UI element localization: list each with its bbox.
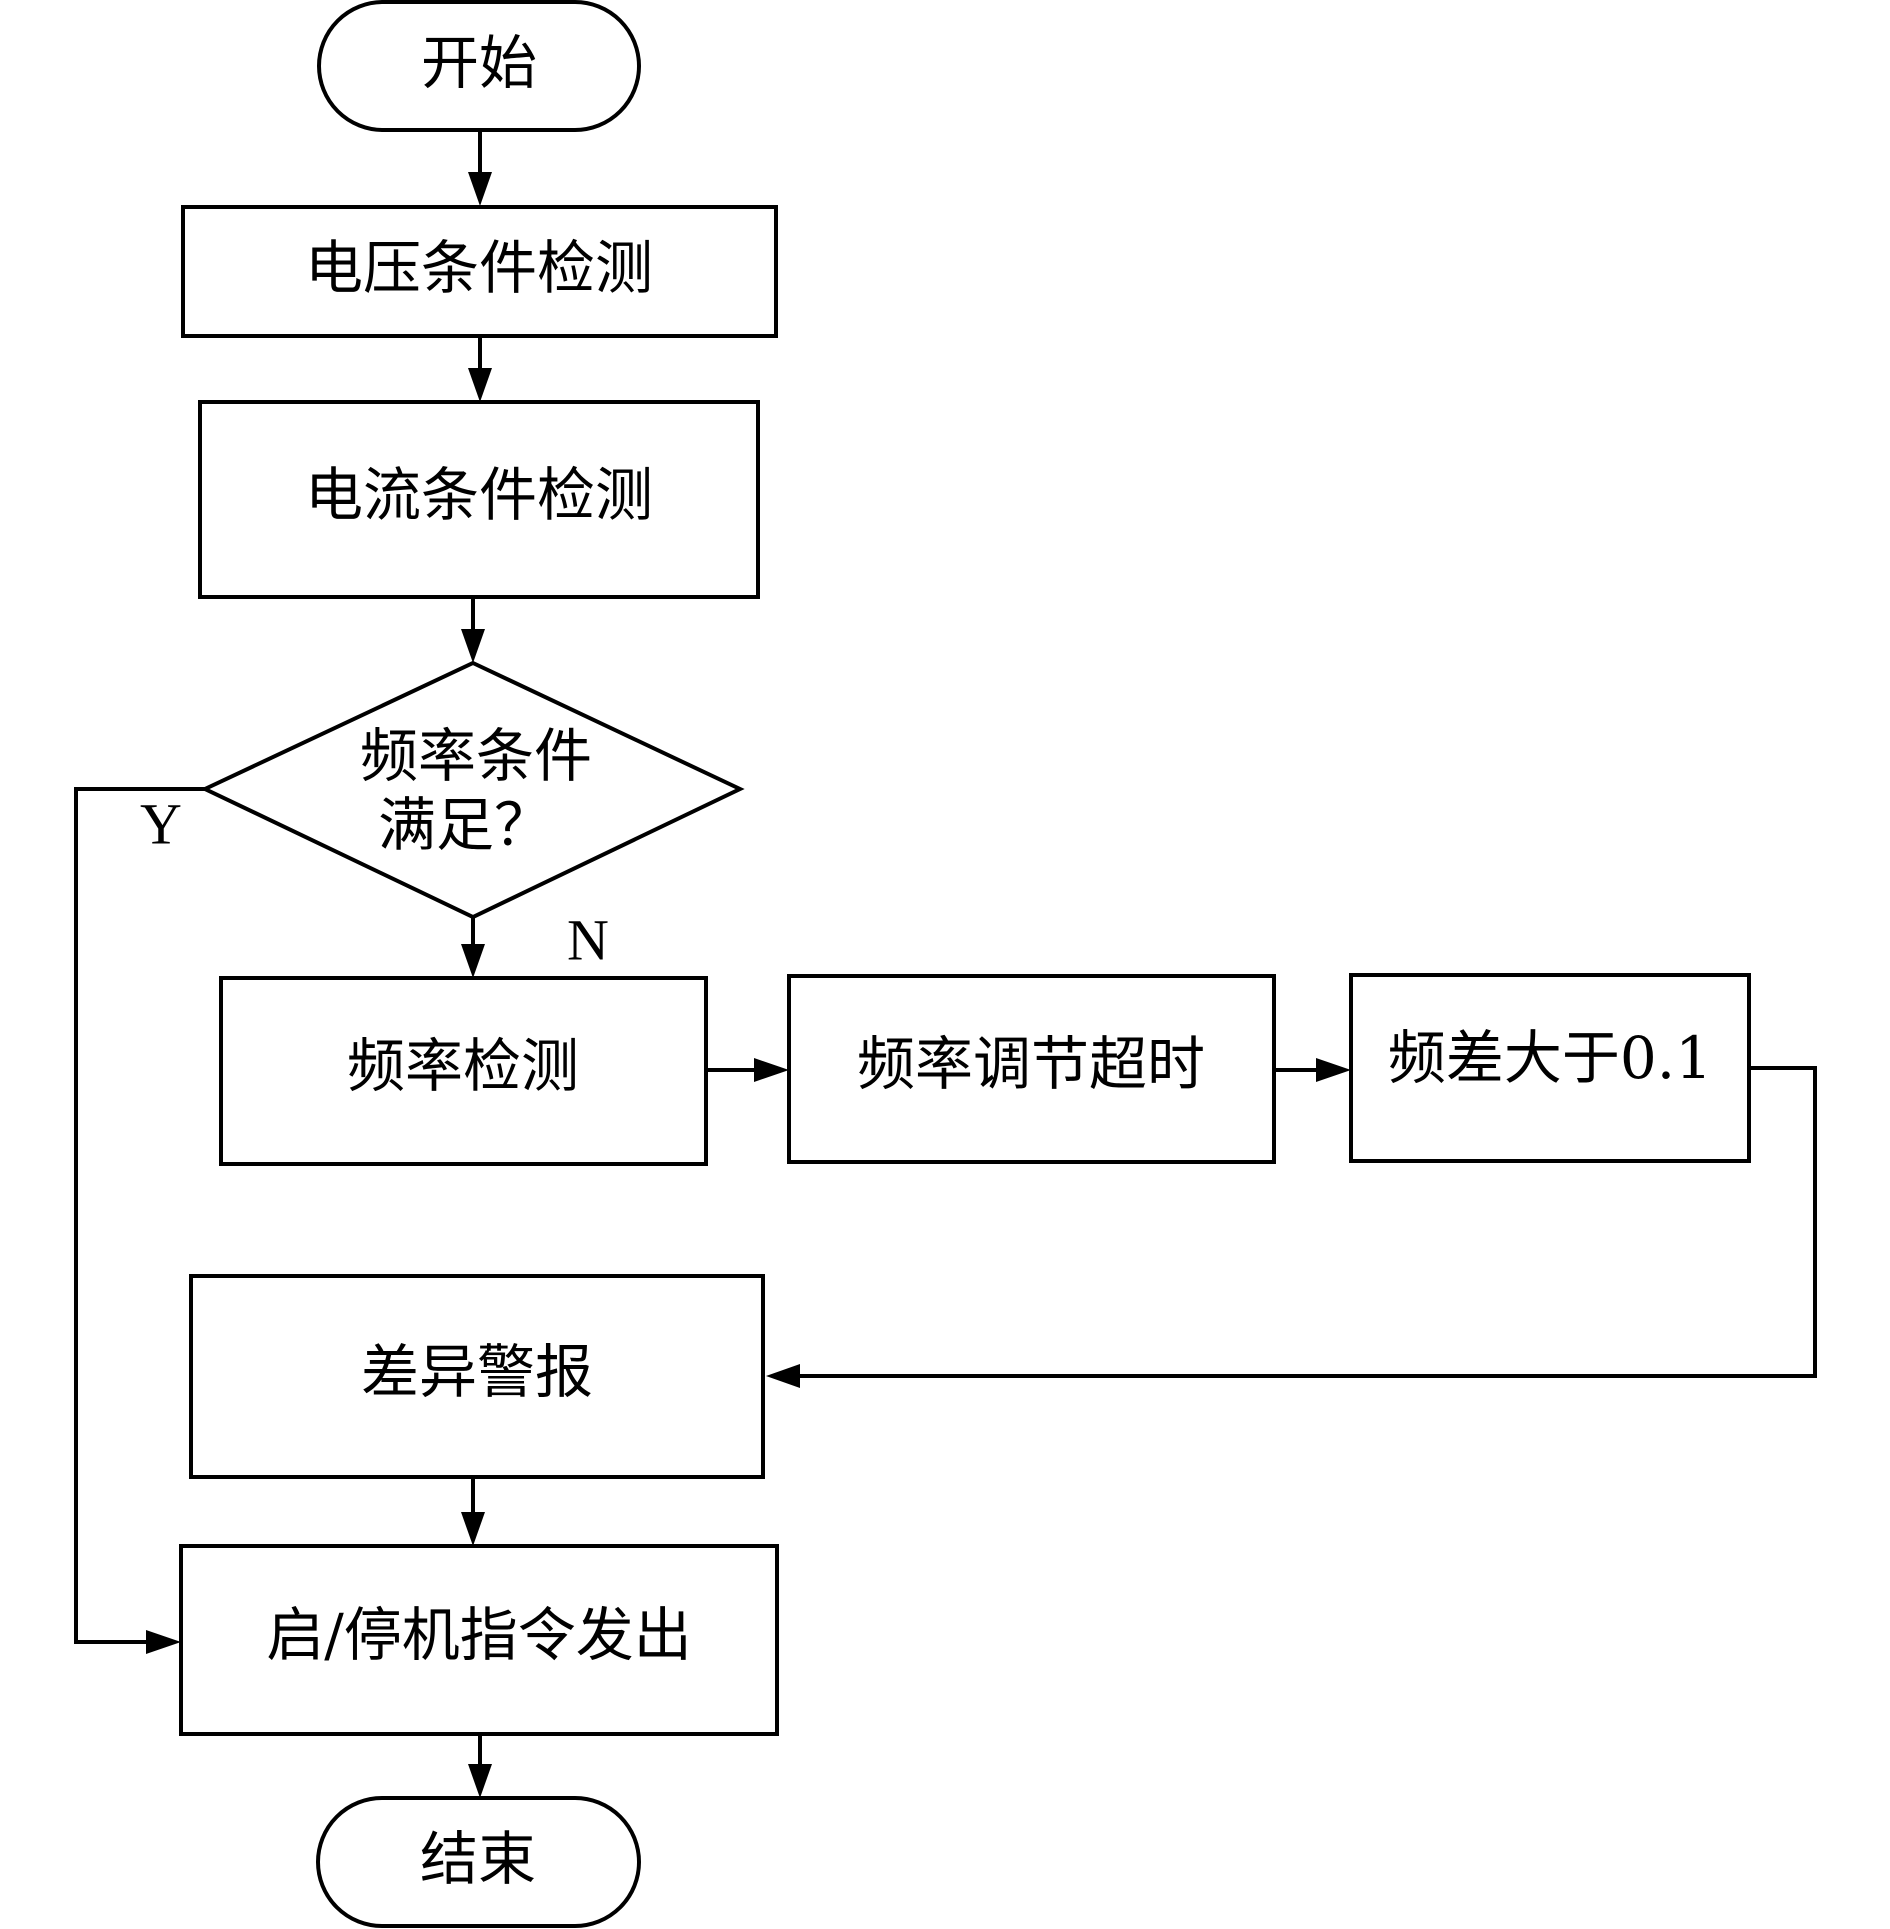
edges bbox=[74, 130, 1817, 1798]
current-check-box bbox=[198, 400, 760, 599]
difference-alarm-label: 差异警报 bbox=[361, 1338, 593, 1406]
voltage-check-label: 电压条件检测 bbox=[305, 234, 653, 302]
branch-no-label: N bbox=[567, 907, 609, 972]
end-node: 结束 bbox=[316, 1796, 641, 1928]
frequency-decision-label-line2: 满足？ bbox=[378, 791, 552, 859]
end-terminal-shape bbox=[316, 1796, 641, 1928]
arrowhead-icon bbox=[1316, 1058, 1351, 1082]
frequency-diff-box bbox=[1349, 973, 1751, 1163]
start-label: 开始 bbox=[421, 29, 537, 97]
arrowhead-icon bbox=[754, 1058, 789, 1082]
start-node: 开始 bbox=[317, 0, 641, 132]
frequency-decision-label-line1: 频率条件 bbox=[360, 722, 592, 790]
frequency-timeout-box bbox=[787, 974, 1276, 1164]
frequency-decision-node: 频率条件 满足？ bbox=[200, 660, 745, 920]
start-stop-command-box bbox=[179, 1544, 779, 1736]
frequency-diff-label: 频差大于0.1 bbox=[1388, 1024, 1712, 1092]
edge-diff-to-alarm bbox=[794, 1066, 1817, 1378]
arrowhead-icon bbox=[468, 1764, 492, 1798]
edge-decision-yes-to-command bbox=[74, 787, 205, 1644]
frequency-diff-node: 频差大于0.1 bbox=[1349, 973, 1751, 1163]
arrowhead-icon bbox=[461, 944, 485, 978]
current-check-node: 电流条件检测 bbox=[198, 400, 760, 599]
frequency-check-box bbox=[219, 976, 708, 1166]
arrowhead-icon bbox=[766, 1364, 800, 1388]
frequency-check-label: 频率检测 bbox=[347, 1032, 579, 1100]
start-stop-command-node: 启/停机指令发出 bbox=[179, 1544, 779, 1736]
branch-yes-label: Y bbox=[140, 791, 182, 856]
frequency-timeout-node: 频率调节超时 bbox=[787, 974, 1276, 1164]
difference-alarm-node: 差异警报 bbox=[189, 1274, 765, 1479]
end-label: 结束 bbox=[420, 1825, 536, 1893]
start-terminal-shape bbox=[317, 0, 641, 132]
arrowhead-icon bbox=[468, 172, 492, 206]
voltage-check-box bbox=[181, 205, 778, 338]
frequency-check-node: 频率检测 bbox=[219, 976, 708, 1166]
voltage-check-node: 电压条件检测 bbox=[181, 205, 778, 338]
frequency-timeout-label: 频率调节超时 bbox=[857, 1030, 1205, 1098]
difference-alarm-box bbox=[189, 1274, 765, 1479]
arrowhead-icon bbox=[468, 368, 492, 402]
arrowhead-icon bbox=[461, 629, 485, 663]
current-check-label: 电流条件检测 bbox=[305, 461, 653, 529]
arrowhead-icon bbox=[146, 1630, 181, 1654]
start-stop-command-label: 启/停机指令发出 bbox=[266, 1601, 692, 1669]
arrowhead-icon bbox=[461, 1512, 485, 1546]
frequency-decision-diamond bbox=[200, 660, 745, 920]
